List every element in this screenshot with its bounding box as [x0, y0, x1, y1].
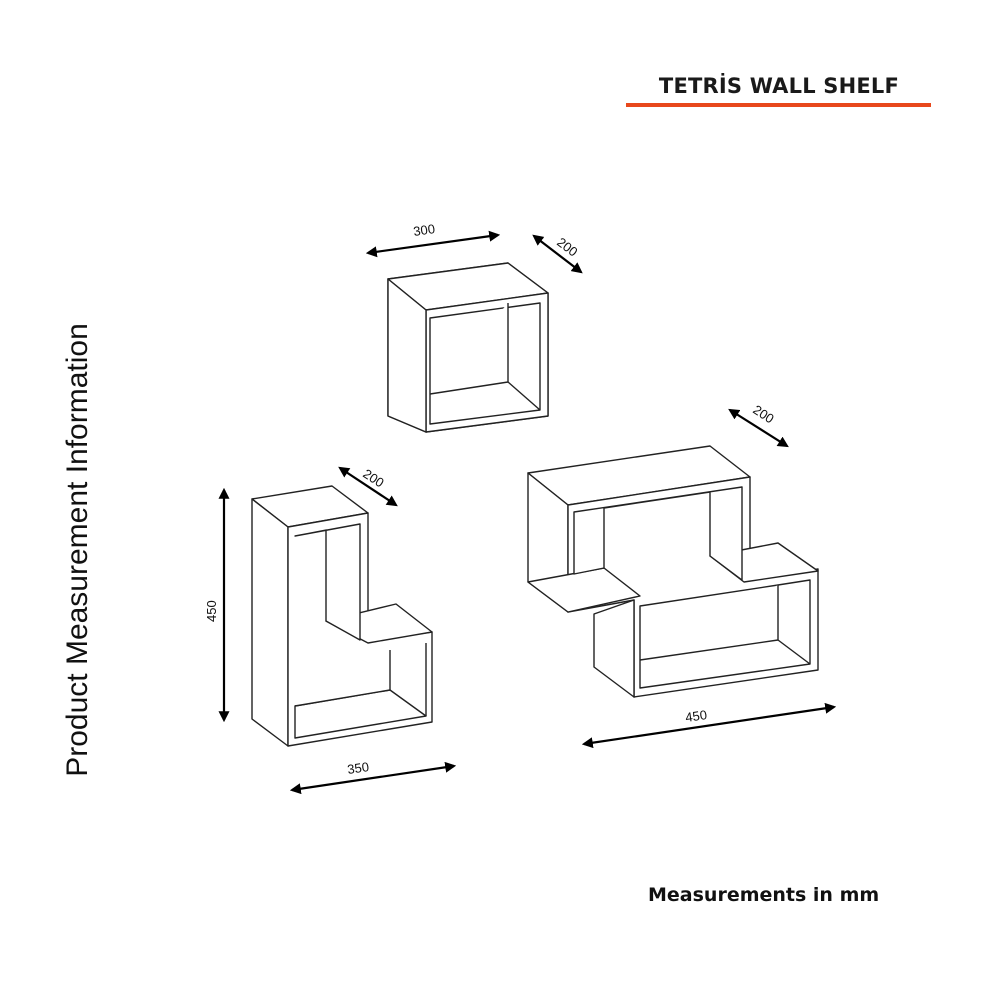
z-depth-label: 200: [750, 402, 776, 426]
cube-depth-arrow: [532, 234, 583, 274]
measurement-note: Measurements in mm: [648, 884, 880, 906]
page-title: TETRİS WALL SHELF: [658, 74, 900, 98]
dimension-arrows: [218, 230, 837, 795]
z-width-arrow: [581, 702, 837, 749]
l-height-label: 450: [204, 600, 219, 622]
cube-width-arrow: [365, 230, 501, 258]
l-depth-arrow: [338, 466, 398, 507]
z-depth-arrow: [728, 408, 789, 448]
l-width-arrow: [289, 761, 457, 795]
l-width-label: 350: [346, 759, 370, 777]
z-shelf: [527, 445, 819, 698]
z-width-label: 450: [684, 707, 708, 725]
l-shelf: [251, 485, 433, 747]
cube-shelf: [387, 262, 549, 433]
title-underline: [626, 103, 931, 107]
cube-width-label: 300: [412, 221, 436, 239]
l-depth-label: 200: [360, 466, 386, 490]
